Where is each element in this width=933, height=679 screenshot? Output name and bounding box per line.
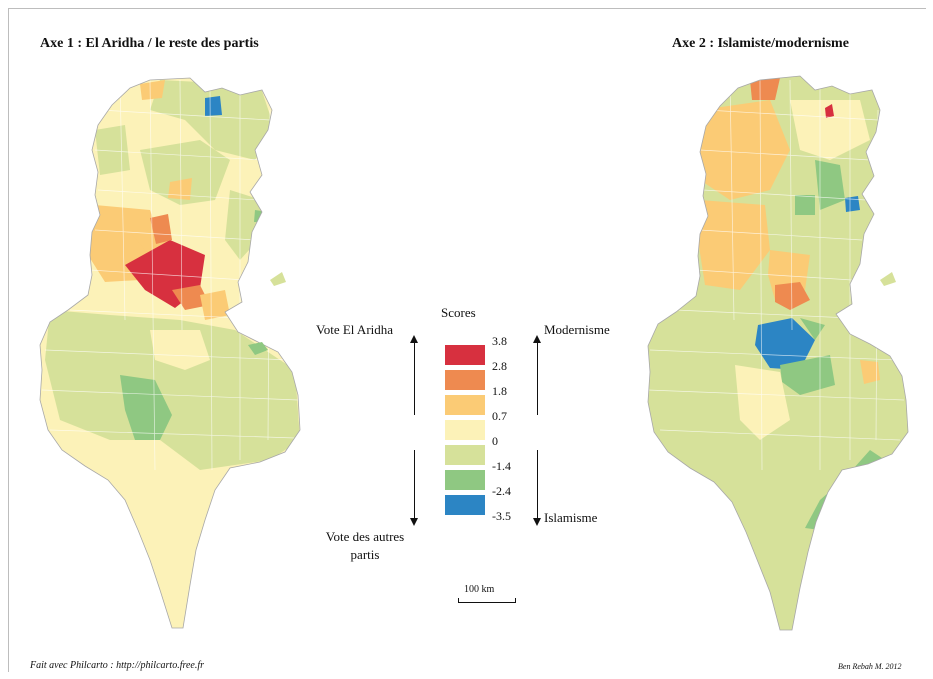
- axis2-down-arrow-icon: [533, 450, 541, 526]
- legend-swatch-4: [445, 420, 485, 440]
- legend-label-3: 1.8: [492, 384, 507, 398]
- legend-label-7: -2.4: [492, 484, 511, 498]
- axis2-up-arrow-icon: [533, 335, 541, 415]
- axis1-top-label: Vote El Aridha: [316, 322, 394, 337]
- axis2-top-label: Modernisme: [544, 322, 610, 337]
- legend-swatch-3: [445, 395, 485, 415]
- footer-author: Ben Rebah M. 2012: [838, 662, 902, 671]
- axis2-bottom-label: Islamisme: [544, 510, 598, 525]
- legend-label-6: -1.4: [492, 459, 511, 473]
- scale-label: 100 km: [464, 584, 495, 595]
- legend-label-5: 0: [492, 434, 498, 448]
- legend-swatch-5: [445, 445, 485, 465]
- legend-label-4: 0.7: [492, 409, 507, 423]
- left-map-title: Axe 1 : El Aridha / le reste des partis: [40, 36, 259, 51]
- legend-label-8: -3.5: [492, 509, 511, 523]
- legend-title: Scores: [441, 305, 476, 320]
- axis1-bottom-label: Vote des autres partis: [325, 529, 405, 562]
- legend-label-2: 2.8: [492, 359, 507, 373]
- legend-swatch-2: [445, 370, 485, 390]
- footer-credit: Fait avec Philcarto : http://philcarto.f…: [30, 660, 205, 671]
- legend-swatch-1: [445, 345, 485, 365]
- legend-swatch-6: [445, 470, 485, 490]
- legend-label-1: 3.8: [492, 334, 507, 348]
- legend-swatch-7: [445, 495, 485, 515]
- map-frame: [8, 8, 926, 672]
- scale-bar: [458, 598, 516, 603]
- axis1-down-arrow-icon: [410, 450, 418, 526]
- axis1-up-arrow-icon: [410, 335, 418, 415]
- right-map-title: Axe 2 : Islamiste/modernisme: [672, 36, 849, 51]
